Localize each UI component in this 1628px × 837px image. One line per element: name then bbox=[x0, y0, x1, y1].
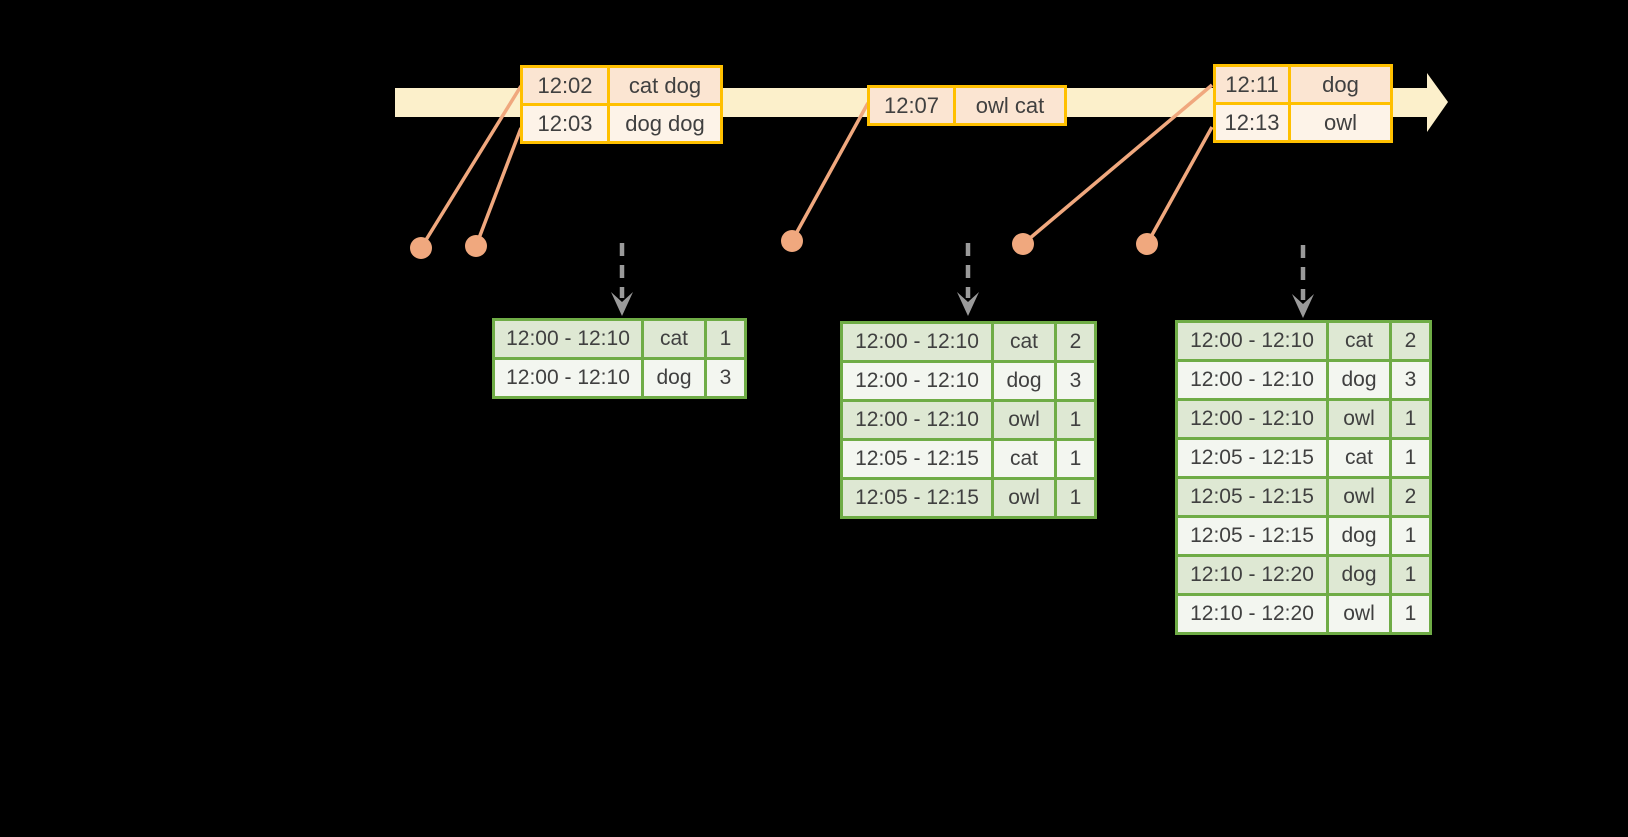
table-cell: 12:00 - 12:10 bbox=[495, 360, 641, 396]
connector-line bbox=[790, 102, 870, 242]
table-cell: 12:00 - 12:10 bbox=[1178, 401, 1326, 437]
table-cell: cat bbox=[1329, 440, 1389, 476]
table-cell: 3 bbox=[1392, 362, 1429, 398]
table-cell: 3 bbox=[707, 360, 744, 396]
table-cell: cat bbox=[994, 324, 1054, 360]
trigger-arrowhead-icon bbox=[957, 292, 979, 316]
table-cell: 12:00 - 12:10 bbox=[843, 402, 991, 438]
table-cell: 12:00 - 12:10 bbox=[843, 324, 991, 360]
event-dot bbox=[1136, 233, 1158, 255]
table-cell: 1 bbox=[1057, 402, 1094, 438]
table-cell: 2 bbox=[1392, 323, 1429, 359]
table-cell: 12:03 bbox=[523, 106, 607, 141]
connector-line bbox=[1145, 126, 1214, 245]
table-cell: owl bbox=[1329, 479, 1389, 515]
table-cell: dog bbox=[1329, 557, 1389, 593]
table-cell: 12:05 - 12:15 bbox=[1178, 518, 1326, 554]
timeline-arrowhead-icon bbox=[1427, 73, 1448, 132]
table-cell: dog bbox=[1329, 362, 1389, 398]
table-cell: 12:13 bbox=[1216, 105, 1288, 140]
table-cell: cat bbox=[1329, 323, 1389, 359]
table-cell: 12:05 - 12:15 bbox=[1178, 479, 1326, 515]
table-cell: dog bbox=[994, 363, 1054, 399]
table-cell: 1 bbox=[1392, 518, 1429, 554]
connector-line bbox=[474, 127, 523, 247]
trigger-arrowhead-icon bbox=[611, 292, 633, 316]
table-cell: owl bbox=[1329, 596, 1389, 632]
event-dot bbox=[410, 237, 432, 259]
table-cell: 1 bbox=[1057, 441, 1094, 477]
trigger-arrowhead-icon bbox=[1292, 294, 1314, 318]
table-cell: cat bbox=[994, 441, 1054, 477]
table-cell: owl bbox=[994, 480, 1054, 516]
table-cell: 12:05 - 12:15 bbox=[843, 441, 991, 477]
event-dot bbox=[1012, 233, 1034, 255]
table-cell: 12:05 - 12:15 bbox=[1178, 440, 1326, 476]
table-cell: 1 bbox=[1392, 557, 1429, 593]
table-cell: owl cat bbox=[956, 88, 1064, 123]
table-cell: dog dog bbox=[610, 106, 720, 141]
event-dot bbox=[465, 235, 487, 257]
table-cell: 12:00 - 12:10 bbox=[1178, 323, 1326, 359]
table-cell: dog bbox=[1329, 518, 1389, 554]
table-cell: 12:00 - 12:10 bbox=[843, 363, 991, 399]
table-cell: 12:00 - 12:10 bbox=[495, 321, 641, 357]
table-cell: 12:02 bbox=[523, 68, 607, 103]
table-cell: 12:10 - 12:20 bbox=[1178, 557, 1326, 593]
table-cell: 1 bbox=[1392, 596, 1429, 632]
table-cell: 1 bbox=[1057, 480, 1094, 516]
table-cell: owl bbox=[994, 402, 1054, 438]
table-cell: cat dog bbox=[610, 68, 720, 103]
table-cell: 12:00 - 12:10 bbox=[1178, 362, 1326, 398]
table-cell: 12:11 bbox=[1216, 67, 1288, 102]
table-cell: dog bbox=[1291, 67, 1390, 102]
table-cell: cat bbox=[644, 321, 704, 357]
table-cell: 12:05 - 12:15 bbox=[843, 480, 991, 516]
table-cell: dog bbox=[644, 360, 704, 396]
connector-line bbox=[419, 85, 523, 249]
table-cell: 2 bbox=[1057, 324, 1094, 360]
table-cell: owl bbox=[1291, 105, 1390, 140]
table-cell: 1 bbox=[1392, 401, 1429, 437]
table-cell: 1 bbox=[707, 321, 744, 357]
event-dot bbox=[781, 230, 803, 252]
table-cell: 12:10 - 12:20 bbox=[1178, 596, 1326, 632]
table-cell: 3 bbox=[1057, 363, 1094, 399]
table-cell: 2 bbox=[1392, 479, 1429, 515]
table-cell: owl bbox=[1329, 401, 1389, 437]
table-cell: 1 bbox=[1392, 440, 1429, 476]
connector-line bbox=[1021, 83, 1214, 246]
table-cell: 12:07 bbox=[870, 88, 953, 123]
